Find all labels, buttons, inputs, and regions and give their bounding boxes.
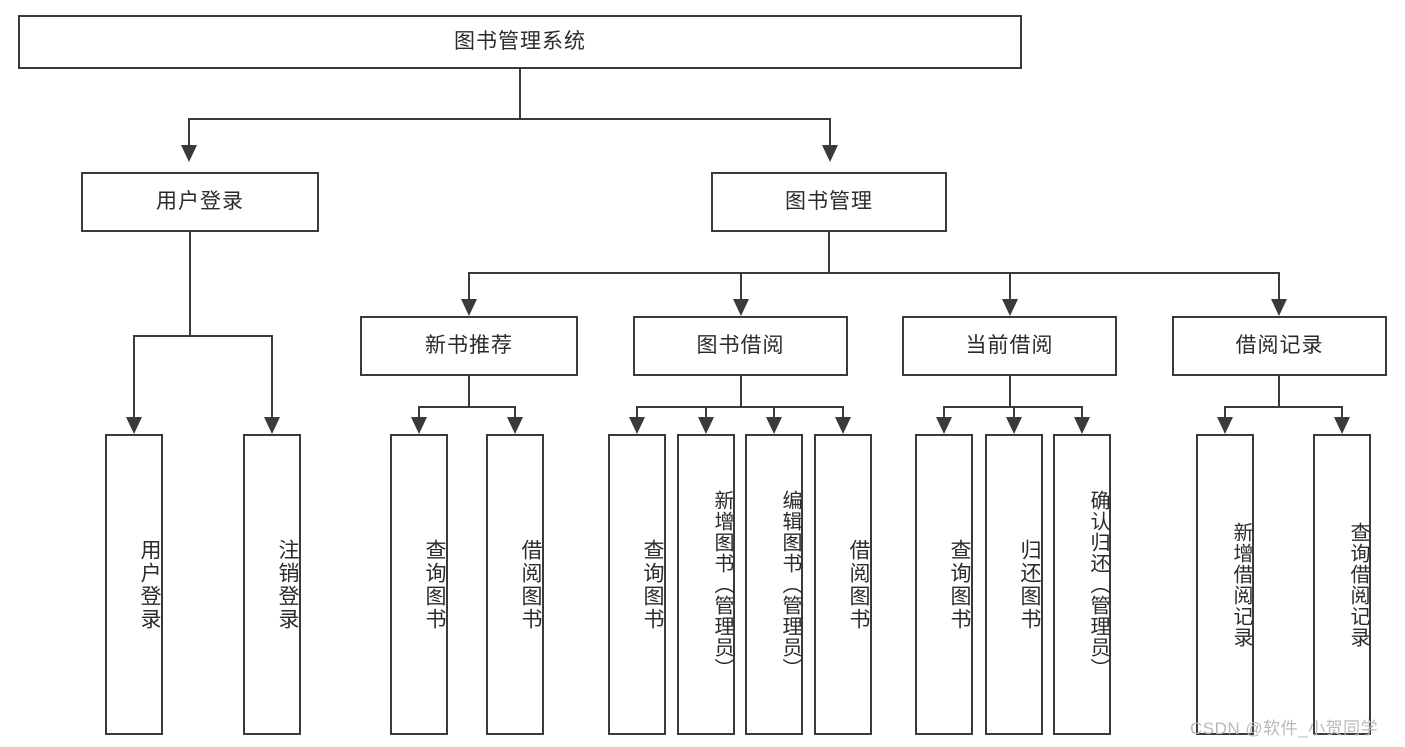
leaf-user-login[interactable]: 用户登录 <box>105 434 163 735</box>
node-book-borrow[interactable]: 图书借阅 <box>633 316 848 376</box>
arrow-to-leaf-edit-book <box>766 417 782 434</box>
node-root-library-system[interactable]: 图书管理系统 <box>18 15 1022 69</box>
csdn-watermark: CSDN @软件_小贺同学 <box>1190 719 1379 738</box>
arrow-to-leaf-logout <box>264 417 280 434</box>
connector-book-manage-bus <box>468 272 1280 274</box>
connector-drop-leaf-confirm-return <box>1081 406 1083 417</box>
connector-borrow-record-bus <box>1224 406 1341 408</box>
arrow-to-new-book-rec <box>461 299 477 316</box>
leaf-borrow-book-recommend[interactable]: 借阅图书 <box>486 434 544 735</box>
arrow-to-leaf-add-record <box>1217 417 1233 434</box>
connector-drop-book-manage <box>829 118 831 145</box>
connector-drop-leaf-query-record <box>1341 406 1343 417</box>
connector-drop-leaf-edit-book <box>773 406 775 417</box>
arrow-to-leaf-borrow-book-b <box>835 417 851 434</box>
connector-borrow-record-stem <box>1278 376 1280 406</box>
arrow-to-book-borrow <box>733 299 749 316</box>
leaf-logout[interactable]: 注销登录 <box>243 434 301 735</box>
arrow-to-leaf-confirm-return <box>1074 417 1090 434</box>
connector-book-borrow-stem <box>740 376 742 406</box>
connector-drop-borrow-record <box>1278 272 1280 299</box>
connector-current-borrow-bus <box>943 406 1082 408</box>
node-borrow-record[interactable]: 借阅记录 <box>1172 316 1387 376</box>
connector-root-bus <box>188 118 831 120</box>
arrow-to-book-manage <box>822 145 838 162</box>
leaf-add-book-admin[interactable]: 新增图书（管理员） <box>677 434 735 735</box>
leaf-return-book[interactable]: 归还图书 <box>985 434 1043 735</box>
arrow-to-leaf-user-login <box>126 417 142 434</box>
node-current-borrow[interactable]: 当前借阅 <box>902 316 1117 376</box>
arrow-to-leaf-query-book-c <box>936 417 952 434</box>
connector-drop-book-borrow <box>740 272 742 299</box>
leaf-query-book-borrow[interactable]: 查询图书 <box>608 434 666 735</box>
leaf-query-book-recommend[interactable]: 查询图书 <box>390 434 448 735</box>
arrow-to-user-login <box>181 145 197 162</box>
node-user-login[interactable]: 用户登录 <box>81 172 319 232</box>
connector-drop-leaf-borrow-book-rec <box>514 406 516 417</box>
connector-book-manage-stem <box>828 232 830 272</box>
connector-user-login-stem <box>189 232 191 335</box>
leaf-confirm-return-admin[interactable]: 确认归还（管理员） <box>1053 434 1111 735</box>
leaf-query-borrow-record[interactable]: 查询借阅记录 <box>1313 434 1371 735</box>
connector-drop-leaf-user-login <box>133 335 135 417</box>
connector-drop-leaf-add-record <box>1224 406 1226 417</box>
arrow-to-borrow-record <box>1271 299 1287 316</box>
connector-drop-leaf-borrow-book-b <box>842 406 844 417</box>
connector-drop-new-book-rec <box>468 272 470 299</box>
connector-drop-leaf-add-book <box>705 406 707 417</box>
arrow-to-leaf-query-record <box>1334 417 1350 434</box>
arrow-to-current-borrow <box>1002 299 1018 316</box>
arrow-to-leaf-query-book-rec <box>411 417 427 434</box>
leaf-borrow-book[interactable]: 借阅图书 <box>814 434 872 735</box>
connector-drop-leaf-query-book-c <box>943 406 945 417</box>
arrow-to-leaf-borrow-book-rec <box>507 417 523 434</box>
arrow-to-leaf-add-book <box>698 417 714 434</box>
connector-book-borrow-bus <box>636 406 843 408</box>
connector-current-borrow-stem <box>1009 376 1011 406</box>
leaf-query-book-current[interactable]: 查询图书 <box>915 434 973 735</box>
leaf-edit-book-admin[interactable]: 编辑图书（管理员） <box>745 434 803 735</box>
leaf-add-borrow-record[interactable]: 新增借阅记录 <box>1196 434 1254 735</box>
connector-drop-leaf-query-book-b <box>636 406 638 417</box>
connector-new-book-rec-stem <box>468 376 470 406</box>
connector-drop-user-login <box>188 118 190 145</box>
node-new-book-recommend[interactable]: 新书推荐 <box>360 316 578 376</box>
connector-drop-leaf-return-book <box>1013 406 1015 417</box>
connector-drop-leaf-logout <box>271 335 273 417</box>
connector-new-book-rec-bus <box>418 406 516 408</box>
arrow-to-leaf-query-book-b <box>629 417 645 434</box>
connector-user-login-bus <box>133 335 273 337</box>
connector-root-stem <box>519 69 521 118</box>
connector-drop-leaf-query-book-rec <box>418 406 420 417</box>
connector-drop-current-borrow <box>1009 272 1011 299</box>
node-book-manage[interactable]: 图书管理 <box>711 172 947 232</box>
arrow-to-leaf-return-book <box>1006 417 1022 434</box>
